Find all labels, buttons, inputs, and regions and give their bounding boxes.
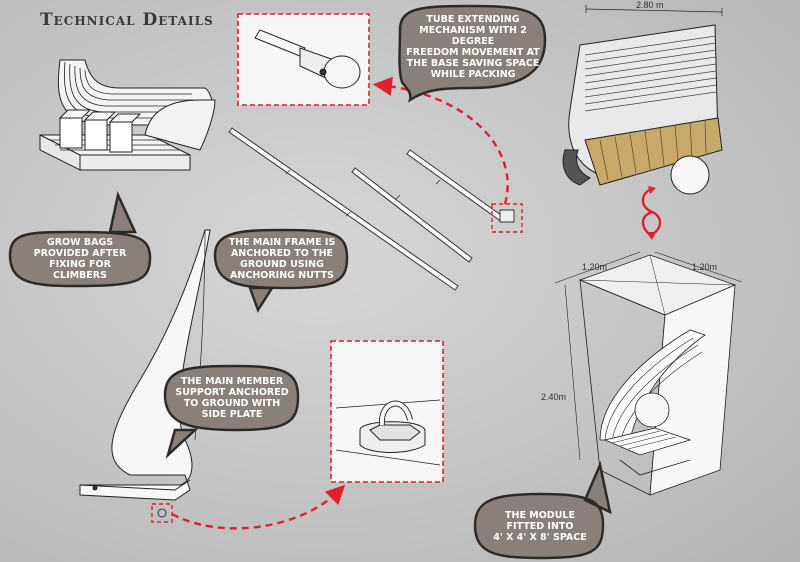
tube-detail-box [237,13,370,106]
grow-bags-callout: GROW BAGS PROVIDED AFTER FIXING FOR CLIM… [14,236,146,282]
module-callout-line: THE MODULE [505,509,575,521]
rotation-arrows-icon [641,186,662,240]
grow-bags-callout-line: PROVIDED AFTER [33,248,127,259]
main-member-callout: THE MAIN MEMBER SUPPORT ANCHORED TO GROU… [170,370,294,426]
box-width-left-label: 1.20m [582,262,608,272]
box-height-label: 2.40m [541,392,567,402]
main-frame-callout-line: THE MAIN FRAME IS [228,237,336,248]
tube-callout-shape [398,4,547,103]
main-member-callout-line: THE MAIN MEMBER [180,376,284,387]
page-title: Technical Details [40,10,214,30]
grow-bags-callout-line: GROW BAGS [46,237,114,248]
bench-width-label: 2.80 m [636,0,664,10]
tube-callout-line: TUBE EXTENDING [426,14,520,25]
grow-bags-callout-shape [8,191,152,288]
grow-bags-callout-line: FIXING FOR [49,259,111,270]
tube-base-highlight [491,203,523,233]
main-frame-callout: THE MAIN FRAME IS ANCHORED TO THE GROUND… [220,234,344,284]
anchor-highlight [151,503,173,523]
module-box-drawing [554,251,743,496]
main-frame-callout-shape [213,228,349,313]
main-member-callout-line: SUPPORT ANCHORED [175,387,289,398]
tube-callout-line: WHILE PACKING [430,69,516,80]
main-member-callout-shape [163,364,300,459]
module-callout-line: FITTED INTO [506,520,574,532]
tube-callout-line: FREEDOM MOVEMENT AT [406,47,540,58]
anchor-detail-box [330,340,444,483]
tube-detail-arrow [372,76,509,205]
anchor-detail-arrow [171,484,346,530]
main-member-callout-line: SIDE PLATE [201,409,263,420]
callout-bubbles [8,4,612,560]
grow-bags-callout-line: CLIMBERS [53,270,107,281]
main-frame-callout-line: ANCHORED TO THE [230,248,334,259]
module-callout-line: 4' X 4' X 8' SPACE [493,531,587,543]
box-width-right-label: 1.20m [692,262,718,272]
main-frame-callout-line: ANCHORING NUTTS [230,270,334,281]
main-member-callout-line: TO GROUND WITH [183,398,281,409]
tube-callout: TUBE EXTENDING MECHANISM WITH 2 DEGREE F… [404,10,542,84]
extending-tubes [228,127,506,291]
seat-with-growbags-drawing [39,59,216,171]
main-frame-callout-line: GROUND USING [240,259,324,270]
module-callout-shape [473,460,612,560]
tube-callout-line: THE BASE SAVING SPACE [406,58,540,69]
tube-callout-line: MECHANISM WITH 2 DEGREE [419,25,527,47]
bench-drawing [562,5,723,195]
module-callout: THE MODULE FITTED INTO 4' X 4' X 8' SPAC… [480,500,600,552]
